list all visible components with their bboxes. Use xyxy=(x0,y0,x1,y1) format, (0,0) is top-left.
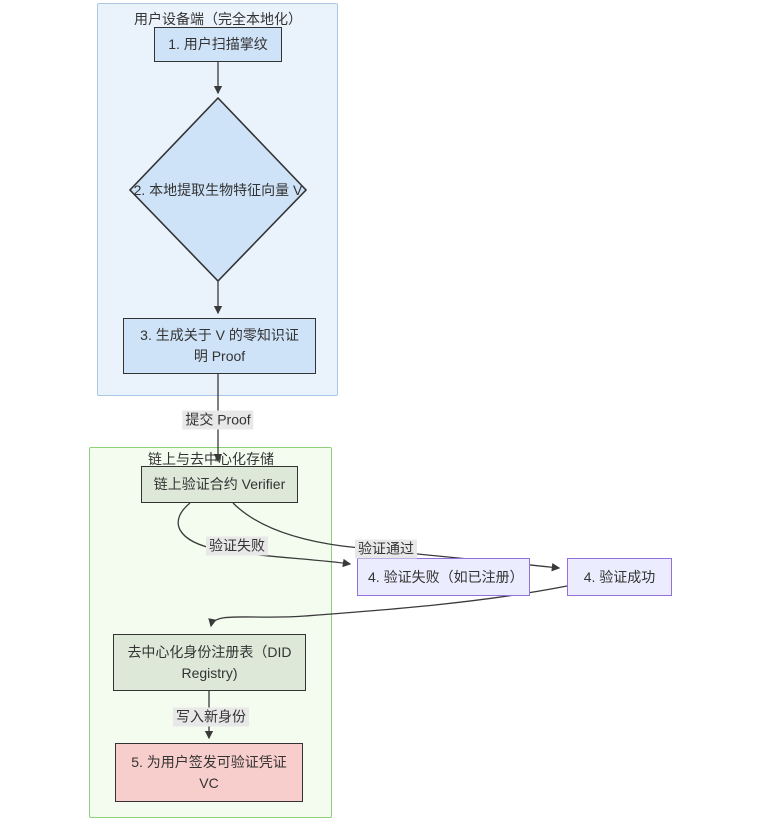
edge-label-submit-proof: 提交 Proof xyxy=(182,410,254,430)
edge-label-write-identity: 写入新身份 xyxy=(173,707,249,727)
node-scan-palm: 1. 用户扫描掌纹 xyxy=(154,27,282,62)
node-verifier-contract: 链上验证合约 Verifier xyxy=(141,466,298,503)
node-did-registry: 去中心化身份注册表（DID Registry) xyxy=(113,634,306,691)
node-issue-vc: 5. 为用户签发可验证凭证 VC xyxy=(115,743,303,802)
node-verify-success: 4. 验证成功 xyxy=(567,558,672,596)
edge-label-verify-fail: 验证失败 xyxy=(206,536,268,556)
cluster-user-device-title: 用户设备端（完全本地化） xyxy=(134,11,302,27)
node-verify-failed: 4. 验证失败（如已注册） xyxy=(357,558,530,596)
node-extract-vector-label: 2. 本地提取生物特征向量 V xyxy=(133,181,303,198)
node-generate-zk-proof: 3. 生成关于 V 的零知识证明 Proof xyxy=(123,318,316,374)
edge-label-verify-pass: 验证通过 xyxy=(355,539,417,559)
cluster-onchain-storage-title: 链上与去中心化存储 xyxy=(148,451,274,467)
